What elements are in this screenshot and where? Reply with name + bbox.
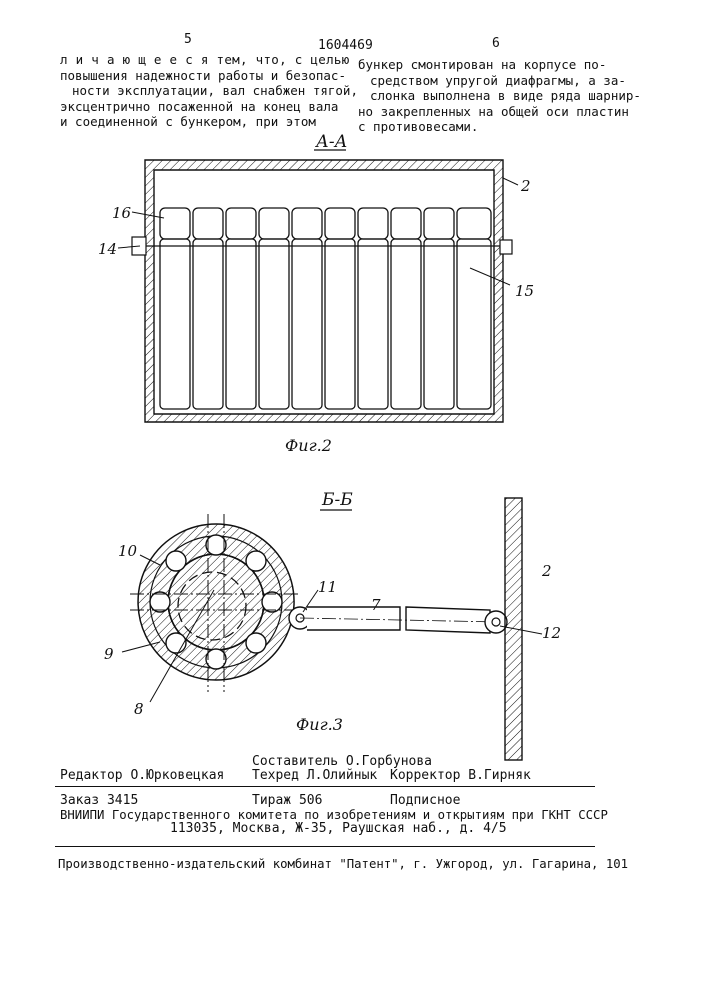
housing-wall [145, 160, 503, 422]
imprint-corrector: Корректор В.Гирняк [390, 768, 531, 784]
label-11: 11 [318, 578, 337, 596]
figure-3-caption: Фиг.3 [296, 715, 343, 734]
rod-7-left [307, 607, 400, 630]
hinge-12-center [492, 618, 500, 626]
label-12: 12 [542, 624, 561, 642]
label-7: 7 [371, 596, 381, 614]
figure-2-drawing [0, 0, 707, 470]
label-14: 14 [98, 240, 117, 258]
imprint-rule [55, 786, 595, 787]
label-16: 16 [112, 204, 131, 222]
figure-3-section-label: Б-Б [322, 490, 353, 510]
label-10: 10 [118, 542, 137, 560]
axis-end-right [500, 240, 512, 254]
plate-tops [160, 208, 491, 239]
figure-3-drawing [0, 470, 707, 770]
label-8: 8 [134, 700, 144, 718]
label-2: 2 [542, 562, 552, 580]
figure-2-caption: Фиг.2 [285, 436, 332, 455]
label-9: 9 [104, 645, 114, 663]
label-2: 2 [521, 177, 531, 195]
imprint-address: 113035, Москва, Ж-35, Раушская наб., д. … [170, 821, 507, 837]
imprint-techred: Техред Л.Олийнык [252, 768, 377, 784]
plates [160, 239, 491, 409]
leader-2 [503, 178, 518, 185]
imprint-rule [55, 846, 595, 847]
imprint-editor: Редактор О.Юрковецкая [60, 768, 224, 784]
imprint-publisher: Производственно-издательский комбинат "П… [58, 856, 628, 872]
leader-15 [470, 268, 510, 285]
figure-2-section-label: А-А [316, 132, 348, 152]
label-15: 15 [515, 282, 534, 300]
